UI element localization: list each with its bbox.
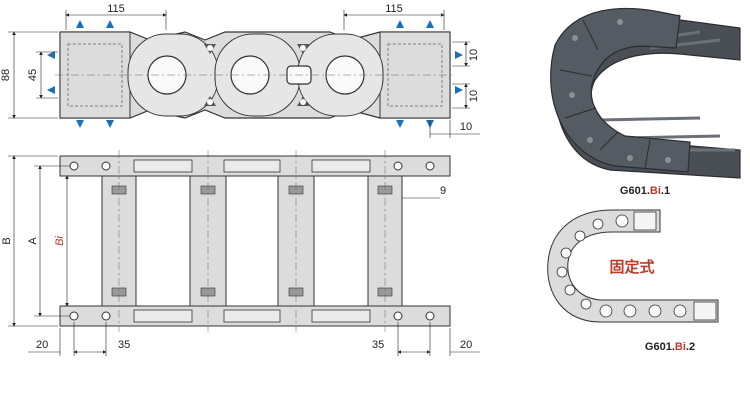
label-b: B bbox=[1, 237, 13, 244]
dim-right-35: 35 bbox=[372, 339, 384, 351]
dim-left-35: 35 bbox=[118, 339, 130, 351]
dim-left-width: 115 bbox=[107, 3, 125, 15]
chain-photo bbox=[550, 7, 741, 179]
dim-height: 88 bbox=[0, 69, 12, 81]
fixed-chain-schematic bbox=[547, 209, 719, 323]
bottom-view-frame bbox=[59, 150, 451, 332]
label-a: A bbox=[27, 237, 39, 245]
dim-left-20: 20 bbox=[36, 339, 48, 351]
fixed-type-label: 固定式 bbox=[609, 258, 654, 276]
dim-right-20: 20 bbox=[460, 339, 472, 351]
dim-9: 9 bbox=[440, 185, 446, 197]
variant-2-label: G601.Bi.2 bbox=[645, 341, 695, 353]
bottom-view-dimensions bbox=[8, 155, 480, 356]
top-view-dimensions bbox=[8, 10, 480, 138]
dim-inner-height: 45 bbox=[27, 69, 39, 81]
dim-right-width: 115 bbox=[385, 3, 403, 15]
dim-right-10a: 10 bbox=[468, 49, 480, 61]
dim-right-10b: 10 bbox=[468, 90, 480, 102]
mounting-direction-arrows bbox=[47, 20, 463, 128]
top-view-link bbox=[55, 31, 455, 119]
variant-1-label: G601.Bi.1 bbox=[620, 185, 670, 197]
dim-right-10c: 10 bbox=[460, 121, 472, 133]
label-bi: Bi bbox=[54, 236, 66, 246]
